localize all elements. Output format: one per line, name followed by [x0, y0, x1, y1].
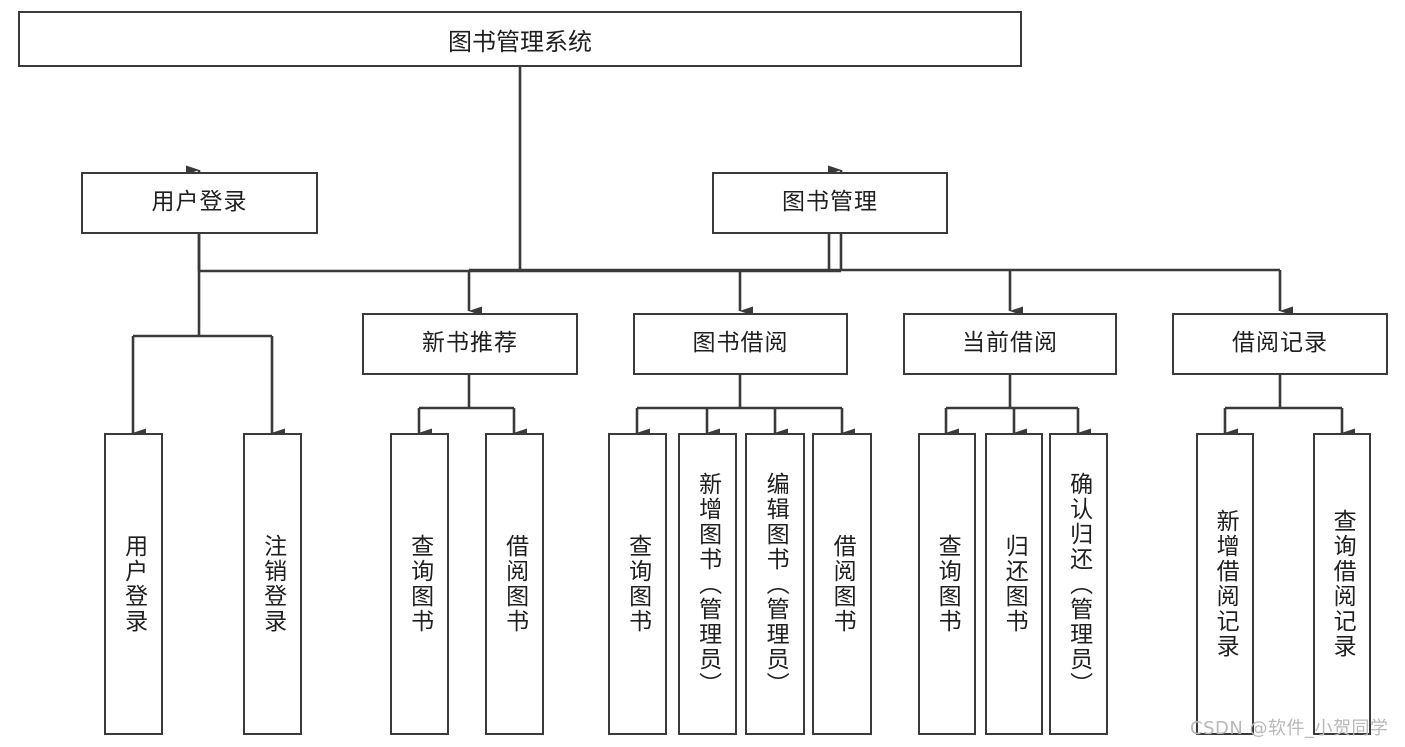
leaf-add-book-admin[interactable]: 新增图书（管理员）	[678, 433, 737, 735]
leaf-borrow-book-newbook[interactable]: 借阅图书	[485, 433, 544, 735]
node-borrow-record[interactable]: 借阅记录	[1172, 313, 1388, 375]
leaf-query-book-newbook[interactable]: 查询图书	[390, 433, 449, 735]
leaf-label: 借阅图书	[829, 534, 856, 634]
leaf-label: 用户登录	[120, 534, 147, 634]
leaf-label: 新增借阅记录	[1212, 509, 1239, 659]
leaf-return-book[interactable]: 归还图书	[985, 433, 1043, 735]
leaf-label: 新增图书（管理员）	[694, 471, 721, 697]
node-book-borrow-label: 图书借阅	[692, 330, 789, 357]
node-current-borrow-label: 当前借阅	[962, 330, 1058, 357]
csdn-watermark: CSDN @软件_小贺同学	[1190, 718, 1389, 739]
leaf-borrow-book[interactable]: 借阅图书	[812, 433, 872, 735]
node-book-management[interactable]: 图书管理	[712, 172, 948, 234]
node-book-borrow[interactable]: 图书借阅	[633, 313, 848, 375]
leaf-add-borrow-record[interactable]: 新增借阅记录	[1196, 433, 1254, 735]
leaf-confirm-return-admin[interactable]: 确认归还（管理员）	[1049, 433, 1108, 735]
leaf-label: 编辑图书（管理员）	[762, 471, 789, 697]
leaf-label: 注销登录	[259, 534, 286, 634]
node-root-label: 图书管理系统	[448, 27, 592, 56]
leaf-query-book-borrow[interactable]: 查询图书	[608, 433, 667, 735]
node-current-borrow[interactable]: 当前借阅	[903, 313, 1117, 375]
leaf-label: 查询图书	[406, 534, 433, 634]
leaf-user-login[interactable]: 用户登录	[104, 433, 163, 735]
leaf-query-borrow-record[interactable]: 查询借阅记录	[1313, 433, 1371, 735]
leaf-label: 查询图书	[624, 534, 651, 634]
leaf-label: 查询借阅记录	[1329, 509, 1356, 659]
node-borrow-record-label: 借阅记录	[1232, 330, 1328, 357]
leaf-label: 查询图书	[934, 534, 961, 634]
leaf-query-book-current[interactable]: 查询图书	[918, 433, 976, 735]
node-new-book-recommend-label: 新书推荐	[422, 330, 518, 357]
leaf-edit-book-admin[interactable]: 编辑图书（管理员）	[745, 433, 805, 735]
node-new-book-recommend[interactable]: 新书推荐	[362, 313, 578, 375]
leaf-label: 归还图书	[1001, 534, 1028, 634]
leaf-label: 确认归还（管理员）	[1065, 471, 1092, 697]
node-root[interactable]: 图书管理系统	[18, 11, 1022, 67]
node-user-login[interactable]: 用户登录	[81, 172, 318, 234]
leaf-label: 借阅图书	[501, 534, 528, 634]
node-user-login-label: 用户登录	[151, 189, 248, 216]
node-book-management-label: 图书管理	[782, 189, 878, 216]
leaf-logout[interactable]: 注销登录	[243, 433, 302, 735]
